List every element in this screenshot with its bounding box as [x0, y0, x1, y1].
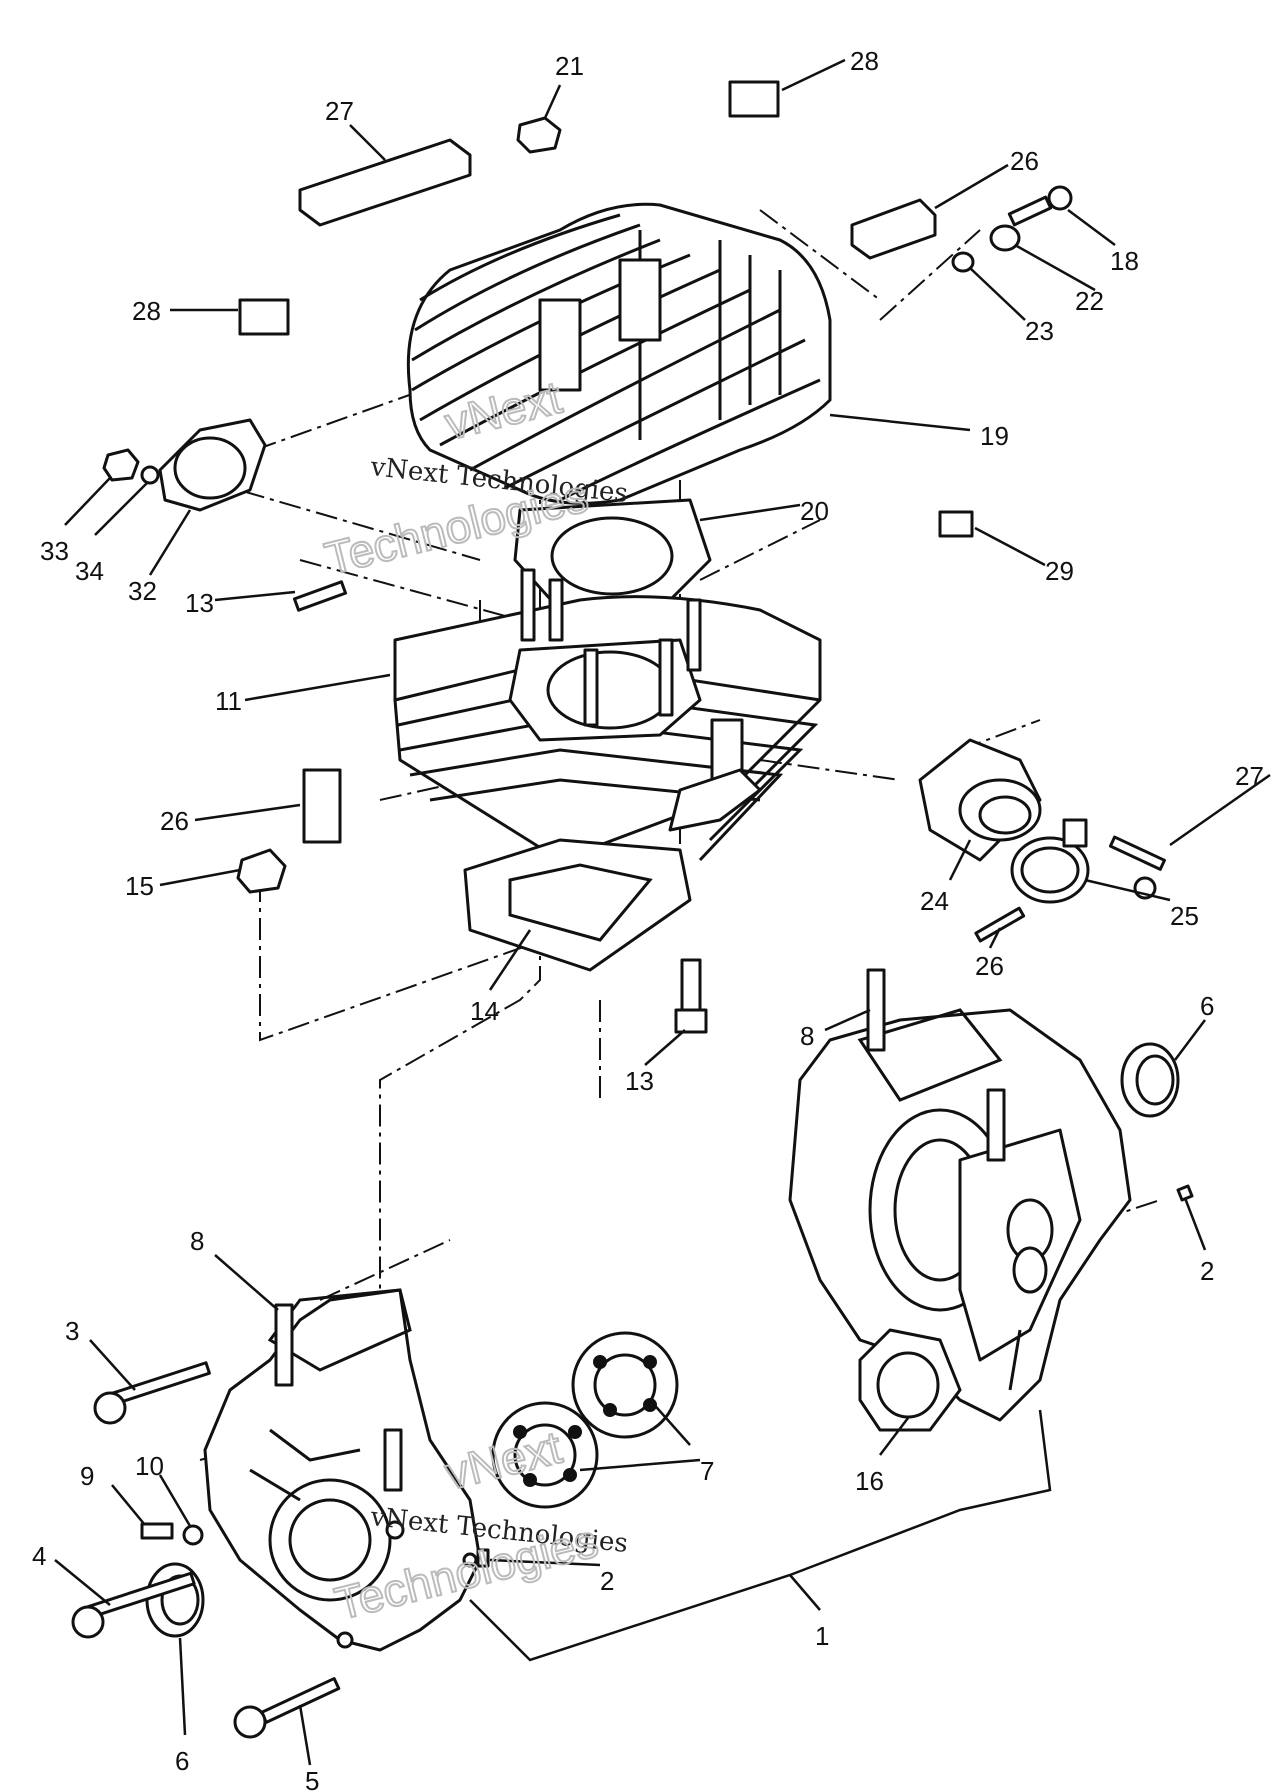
callout-7: 7 [700, 1456, 714, 1486]
callout-21: 21 [555, 51, 584, 81]
cylinder [393, 568, 822, 862]
callout-8-left: 8 [190, 1226, 204, 1256]
crankcase-left-half [203, 1288, 482, 1652]
callout-31-left: 28 [132, 296, 161, 326]
callout-27: 27 [1235, 761, 1264, 791]
callout-25: 25 [1170, 901, 1199, 931]
callout-5: 5 [305, 1766, 319, 1792]
callout-32: 32 [128, 576, 157, 606]
callout-2-right: 2 [1200, 1256, 1214, 1286]
callout-26: 26 [975, 951, 1004, 981]
callout-22: 22 [1075, 286, 1104, 316]
callout-8-right: 8 [800, 1021, 814, 1051]
callout-9: 9 [80, 1461, 94, 1491]
callout-24: 24 [920, 886, 949, 916]
callout-3: 3 [65, 1316, 79, 1346]
base-gasket [463, 838, 692, 972]
callout-33: 33 [40, 536, 69, 566]
callout-29: 29 [1045, 556, 1074, 586]
callout-6-left: 6 [175, 1746, 189, 1776]
callout-28-top: 26 [1010, 146, 1039, 176]
callout-18: 18 [1110, 246, 1139, 276]
callout-20: 20 [800, 496, 829, 526]
callout-30: 27 [325, 96, 354, 126]
callout-2-left: 2 [600, 1566, 614, 1596]
callout-labels: 21 28 27 26 18 22 23 28 19 20 29 33 34 3… [32, 46, 1264, 1792]
callout-31-top: 28 [850, 46, 879, 76]
callout-19: 19 [980, 421, 1009, 451]
callout-14: 13 [625, 1066, 654, 1096]
main-bearings [491, 1331, 679, 1509]
callout-23: 23 [1025, 316, 1054, 346]
head-gasket [513, 498, 712, 612]
callout-6-right: 6 [1200, 991, 1214, 1021]
callout-15: 14 [470, 996, 499, 1026]
callout-28-left: 26 [160, 806, 189, 836]
crankcase-right-half [788, 1008, 1132, 1422]
callout-16: 15 [125, 871, 154, 901]
callout-34: 34 [75, 556, 104, 586]
hardware [71, 80, 1194, 1739]
callout-11: 11 [215, 686, 242, 716]
callout-1: 1 [815, 1621, 829, 1651]
cylinder-studs [520, 568, 702, 727]
intake-flange [918, 738, 1042, 862]
callout-13: 13 [185, 588, 214, 618]
crankcase-gasket [858, 1328, 962, 1432]
callout-17: 16 [855, 1466, 884, 1496]
callout-10: 10 [135, 1451, 164, 1481]
leader-lines [54, 58, 1271, 1766]
cylinder-head [406, 202, 832, 505]
hose-clamp [1010, 818, 1090, 904]
callout-4: 4 [32, 1541, 46, 1571]
